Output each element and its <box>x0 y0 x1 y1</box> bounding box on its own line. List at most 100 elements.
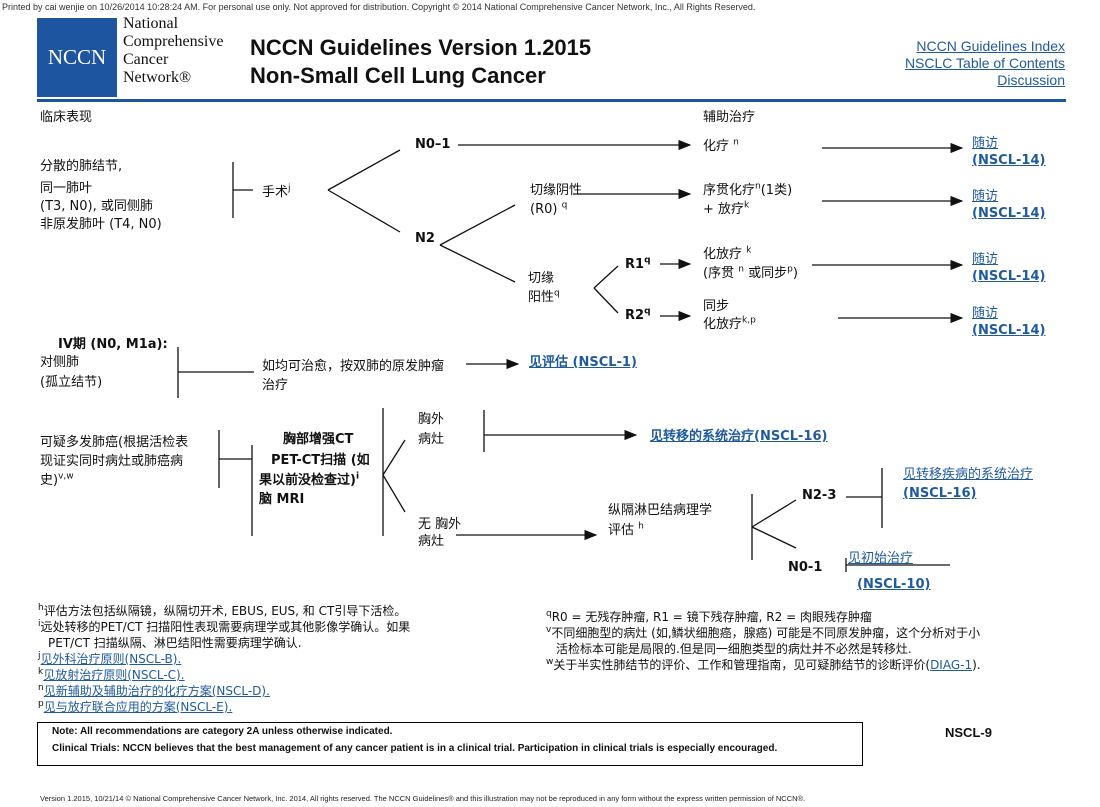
sync-label: 化放疗 <box>703 317 743 332</box>
footnote-link[interactable]: 见外科治疗原则(NSCL-B). <box>40 652 182 666</box>
org-name: National Comprehensive Cancer Network® <box>123 15 223 87</box>
clinical-trials-note: Clinical Trials: NCCN believes that the … <box>52 743 778 754</box>
footnote-link[interactable]: 见放射治疗原则(NSCL-C). <box>43 668 185 682</box>
see-initial-treatment-link[interactable]: 见初始治疗 <box>848 551 914 566</box>
footnote: n见新辅助及辅助治疗的化疗方案(NSCL-D). <box>38 683 410 699</box>
chemo-rt-sync-sup: p <box>787 264 793 275</box>
followup-ref-link[interactable]: (NSCL-14) <box>972 153 1046 168</box>
chemo-rt-detail: (序贯 n 或同步p) <box>703 265 798 282</box>
r2-node: R2q <box>625 307 651 324</box>
page-id: NSCL-9 <box>945 725 992 740</box>
footnotes-left: h评估方法包括纵隔镜，纵隔切开术, EBUS, EUS, 和 CT引导下活检。 … <box>38 603 410 715</box>
footnote-text: 关于半实性肺结节的评价、工作和管理指南，见可疑肺结节的诊断评价( <box>553 658 931 672</box>
chemo-rt-label: 化放疗 <box>703 247 743 262</box>
branch-line <box>327 189 401 233</box>
neg-margin-sup: q <box>561 200 568 211</box>
branch-line <box>593 287 619 314</box>
workup-line: 脑 MRI <box>259 492 305 507</box>
footnote-link[interactable]: 见新辅助及辅助治疗的化疗方案(NSCL-D). <box>43 684 270 698</box>
branch-line <box>593 265 619 289</box>
followup-link[interactable]: 随访 <box>972 306 999 321</box>
chemo-sup: n <box>733 137 739 148</box>
followup-link[interactable]: 随访 <box>972 252 999 267</box>
see-eval-link[interactable]: 见评估 (NSCL-1) <box>529 355 637 370</box>
seq-chemo-label: 序贯化疗 <box>703 183 756 198</box>
footnote-text: 远处转移的PET/CT 扫描阳性表现需要病理学或其他影像学确认。如果 <box>40 620 411 634</box>
neg-margin-node: (R0) q <box>530 201 567 218</box>
followup-ref-link[interactable]: (NSCL-14) <box>972 269 1046 284</box>
surgery-node: 手术j <box>262 184 291 201</box>
footnote: qR0 = 无残存肿瘤, R1 = 镜下残存肿瘤, R2 = 肉眼残存肿瘤 <box>546 609 981 625</box>
followup-link[interactable]: 随访 <box>972 189 999 204</box>
footnote: j见外科治疗原则(NSCL-B). <box>38 651 410 667</box>
branch-line <box>439 204 516 246</box>
see-metastatic-link[interactable]: 见转移的系统治疗(NSCL-16) <box>650 429 828 444</box>
pos-margin-line: 切缘 <box>528 271 555 286</box>
footnote-sup: w <box>546 657 554 667</box>
org-line: National <box>123 15 179 32</box>
header-rule <box>37 99 1066 102</box>
org-line: Network® <box>123 69 192 86</box>
treat-line: 治疗 <box>262 378 289 393</box>
chemo-rt-seq-sup: n <box>738 264 744 275</box>
extra-line: 胸外 <box>418 412 445 427</box>
plus-rt-sup: k <box>744 200 750 211</box>
footnotes-right: qR0 = 无残存肿瘤, R1 = 镜下残存肿瘤, R2 = 肉眼残存肿瘤 v不… <box>546 609 981 673</box>
seq-chemo-sup: n <box>755 181 761 192</box>
no-extra-line: 病灶 <box>418 534 445 549</box>
discussion-link[interactable]: Discussion <box>997 72 1065 88</box>
workup-sup: i <box>355 471 360 482</box>
footnote: p见与放疗联合应用的方案(NSCL-E). <box>38 699 410 715</box>
surgery-label: 手术 <box>262 185 289 200</box>
adjuvant-heading: 辅助治疗 <box>703 110 756 125</box>
n23-node: N2-3 <box>802 488 837 503</box>
footnote-sup: q <box>546 609 552 619</box>
footnote: i远处转移的PET/CT 扫描阳性表现需要病理学或其他影像学确认。如果 <box>38 619 410 635</box>
suspected-line: 可疑多发肺癌(根据活检表 <box>40 435 189 450</box>
plus-rt-label: + 放疗 <box>703 202 745 217</box>
contralateral-label: 对侧肺 <box>40 355 80 370</box>
toc-link[interactable]: NSCLC Table of Contents <box>904 55 1065 71</box>
suspected-line: 现证实同时病灶或肺癌病 <box>40 454 184 469</box>
presentation-line: 分散的肺结节, <box>40 159 123 174</box>
r1-label: R1 <box>625 257 645 272</box>
guidelines-index-link[interactable]: NCCN Guidelines Index <box>916 38 1065 54</box>
note-box: Note: All recommendations are category 2… <box>37 722 863 766</box>
presentation-line: 同一肺叶 <box>40 181 93 196</box>
print-watermark: Printed by cai wenjie on 10/26/2014 10:2… <box>2 2 756 12</box>
neg-margin-line: 切缘阴性 <box>530 183 583 198</box>
see-metastatic-disease-link[interactable]: 见转移疾病的系统治疗 <box>903 467 1034 482</box>
note-line: Note: All recommendations are category 2… <box>52 726 393 737</box>
footnote-link[interactable]: 见与放疗联合应用的方案(NSCL-E). <box>43 700 233 714</box>
solitary-label: (孤立结节) <box>40 375 103 390</box>
branch-line <box>382 439 406 476</box>
workup-line: PET-CT扫描 (如 <box>271 453 370 468</box>
footnote-sup: j <box>38 651 41 661</box>
workup-label: 果以前没检查过) <box>259 473 356 488</box>
workup-line: 胸部增强CT <box>283 432 354 447</box>
title-line-2: Non-Small Cell Lung Cancer <box>250 63 546 88</box>
org-line: Comprehensive <box>123 33 224 50</box>
see-metastatic-disease-ref[interactable]: (NSCL-16) <box>903 486 977 501</box>
branch-line <box>439 244 516 283</box>
n2-node: N2 <box>415 231 435 246</box>
branch-line <box>751 499 797 528</box>
org-line: Cancer <box>123 51 169 68</box>
r2-label: R2 <box>625 308 645 323</box>
seq-chemo-category: (1类) <box>760 183 793 198</box>
diag-link[interactable]: DIAG-1 <box>930 658 973 672</box>
chemo-node: 化疗 n <box>703 138 739 155</box>
surgery-sup: j <box>288 183 291 194</box>
mediastinal-node: 评估 h <box>608 522 644 539</box>
followup-ref-link[interactable]: (NSCL-14) <box>972 323 1046 338</box>
top-links: NCCN Guidelines Index NSCLC Table of Con… <box>905 38 1065 89</box>
pos-margin-node: 阳性q <box>528 289 560 306</box>
clinical-heading: 临床表现 <box>40 110 93 125</box>
see-initial-treatment-ref[interactable]: (NSCL-10) <box>857 577 931 592</box>
r2-sup: q <box>644 306 651 317</box>
followup-link[interactable]: 随访 <box>972 136 999 151</box>
seq-chemo-node: 序贯化疗n(1类) <box>703 182 792 199</box>
followup-ref-link[interactable]: (NSCL-14) <box>972 206 1046 221</box>
branch-line <box>751 526 797 549</box>
